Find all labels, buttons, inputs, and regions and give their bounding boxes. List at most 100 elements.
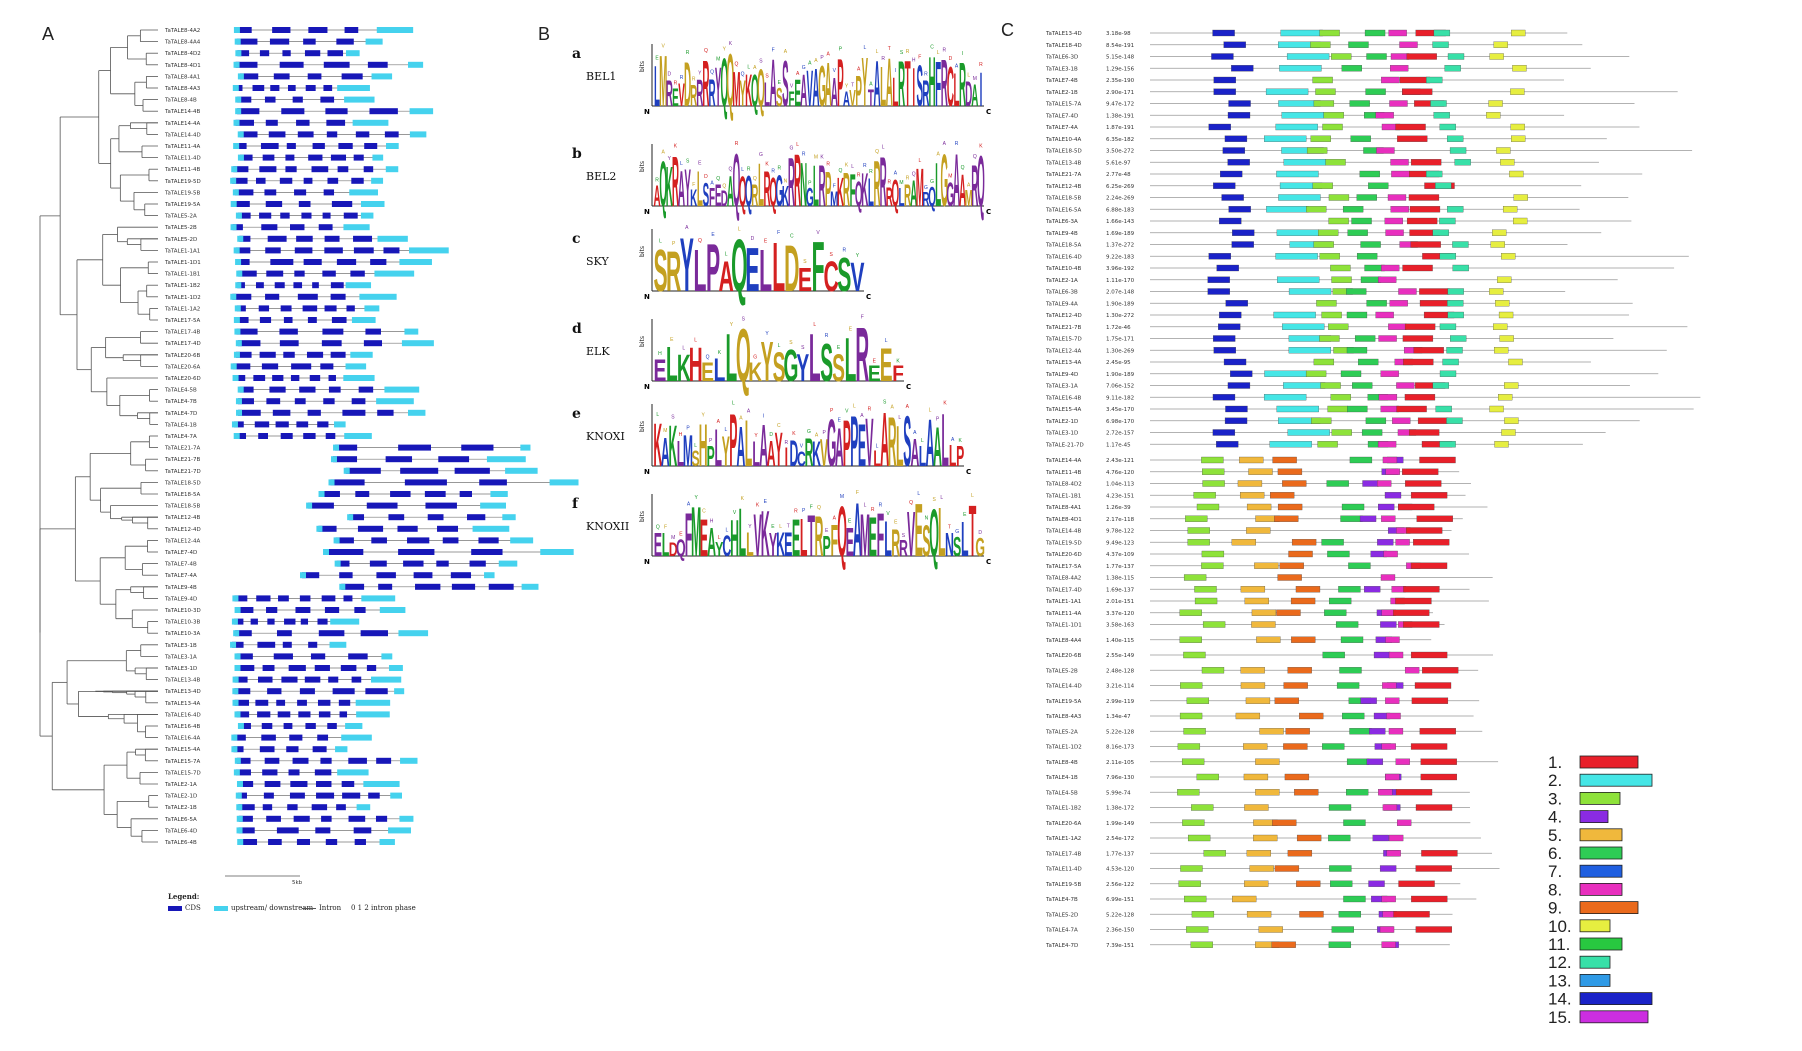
logo-letter: L — [919, 440, 926, 473]
motif-block — [1184, 895, 1207, 903]
motif-block — [1442, 358, 1459, 366]
logo-minor-letter: R — [692, 76, 696, 82]
gene-label: TaTALE12-4B — [164, 515, 201, 521]
utr-block — [231, 734, 238, 741]
motif-block — [1404, 323, 1436, 330]
motif-gene-name: TaTALE4-7D — [1045, 943, 1078, 949]
logo-letter: K — [782, 181, 789, 213]
logo-letter: K — [677, 348, 691, 390]
motif-block — [1439, 217, 1456, 225]
utr-block — [372, 154, 384, 161]
cds-block — [236, 38, 258, 45]
logo-letter: R — [843, 163, 850, 217]
motif-block — [1493, 41, 1508, 48]
cds-block — [335, 537, 354, 544]
cds-block — [407, 537, 430, 544]
logo-letter: G — [975, 534, 985, 562]
motif-gene-name: TaTALE18-4D — [1045, 43, 1082, 49]
cds-block — [233, 618, 244, 625]
cds-block — [296, 421, 309, 428]
motif-block — [1415, 865, 1452, 872]
logo-minor-letter: K — [792, 431, 796, 437]
logo-letter: R — [922, 189, 929, 211]
motif-pvalue: 9.11e-182 — [1106, 395, 1134, 401]
motif-block — [1496, 147, 1511, 154]
motif-pvalue: 2.90e-171 — [1106, 90, 1134, 96]
cds-block — [286, 143, 296, 149]
logo-letter: E — [700, 509, 708, 568]
motif-pvalue: 1.11e-170 — [1106, 278, 1135, 284]
logo-minor-letter: E — [764, 499, 768, 505]
logo-letter: V — [849, 85, 856, 111]
logo-minor-letter: L — [694, 338, 697, 344]
logo-letter: F — [812, 227, 825, 306]
motif-legend-number: 14. — [1548, 990, 1572, 1009]
motif-block — [1439, 441, 1456, 448]
motif-block — [1259, 728, 1284, 735]
utr-block — [232, 595, 239, 602]
motif-block — [1246, 911, 1272, 918]
cds-block — [239, 723, 251, 729]
cds-block — [280, 212, 290, 219]
logo-minor-letter: A — [717, 419, 721, 425]
logo-letter: A — [835, 418, 844, 479]
utr-block — [237, 73, 244, 80]
motif-block — [1430, 100, 1447, 107]
logo-minor-letter: L — [741, 167, 744, 173]
motif-block — [1256, 636, 1281, 643]
cds-block — [363, 340, 383, 347]
logo-letter: Y — [722, 428, 730, 476]
motif-pvalue: 4.23e-151 — [1106, 493, 1134, 499]
logo-minor-letter: M — [973, 76, 977, 82]
motif-block — [1187, 527, 1210, 534]
motif-block — [1264, 135, 1307, 142]
motif-block — [1389, 65, 1409, 72]
motif-block — [1275, 123, 1318, 131]
logo-letter: Q — [731, 223, 747, 307]
cds-block — [471, 549, 503, 555]
logo-letter: C — [824, 254, 839, 301]
gene-label: TaTALE20-6B — [164, 353, 201, 359]
logo-sub-letter: c — [572, 231, 581, 247]
motif-block — [1378, 394, 1398, 401]
motif-gene-name: TaTALE5-2D — [1045, 912, 1078, 918]
motif-block — [1388, 728, 1404, 735]
cds-block — [336, 38, 354, 45]
logo-letter: T — [905, 47, 911, 120]
motif-block — [1225, 300, 1248, 307]
motif-block — [1331, 429, 1352, 436]
logo-minor-letter: R — [680, 75, 684, 81]
motif-block — [1235, 712, 1261, 720]
cds-block — [293, 815, 310, 822]
logo-minor-letter: G — [753, 355, 757, 361]
logo-letter: S — [917, 53, 924, 119]
logo-letter: L — [693, 236, 706, 304]
utr-block — [231, 746, 238, 753]
cds-block — [353, 827, 372, 834]
cds-block — [338, 699, 351, 706]
logo-minor-letter: E — [778, 80, 782, 86]
motif-block — [1381, 743, 1396, 750]
cds-block — [303, 38, 316, 45]
motif-block — [1406, 217, 1438, 225]
logo-minor-letter: M — [716, 57, 720, 63]
utr-block — [328, 479, 335, 486]
cds-block — [267, 618, 275, 625]
motif-block — [1439, 370, 1457, 377]
utr-block — [399, 259, 432, 265]
logo-minor-letter: P — [686, 425, 690, 431]
utr-block — [306, 502, 313, 509]
cds-block — [388, 514, 405, 521]
motif-pvalue: 1.69e-137 — [1106, 587, 1135, 593]
logo-motif-name: BEL2 — [586, 170, 617, 183]
logo-minor-letter: S — [765, 74, 769, 80]
cds-block — [325, 108, 348, 115]
logo-letter: Q — [892, 172, 900, 214]
logo-minor-letter: L — [929, 408, 932, 414]
utr-block — [234, 305, 241, 312]
utr-block — [520, 444, 531, 451]
logo-letter: I — [785, 443, 788, 473]
logo-letter: Q — [929, 496, 939, 571]
logo-minor-letter: T — [851, 83, 854, 89]
motif-block — [1454, 159, 1471, 166]
